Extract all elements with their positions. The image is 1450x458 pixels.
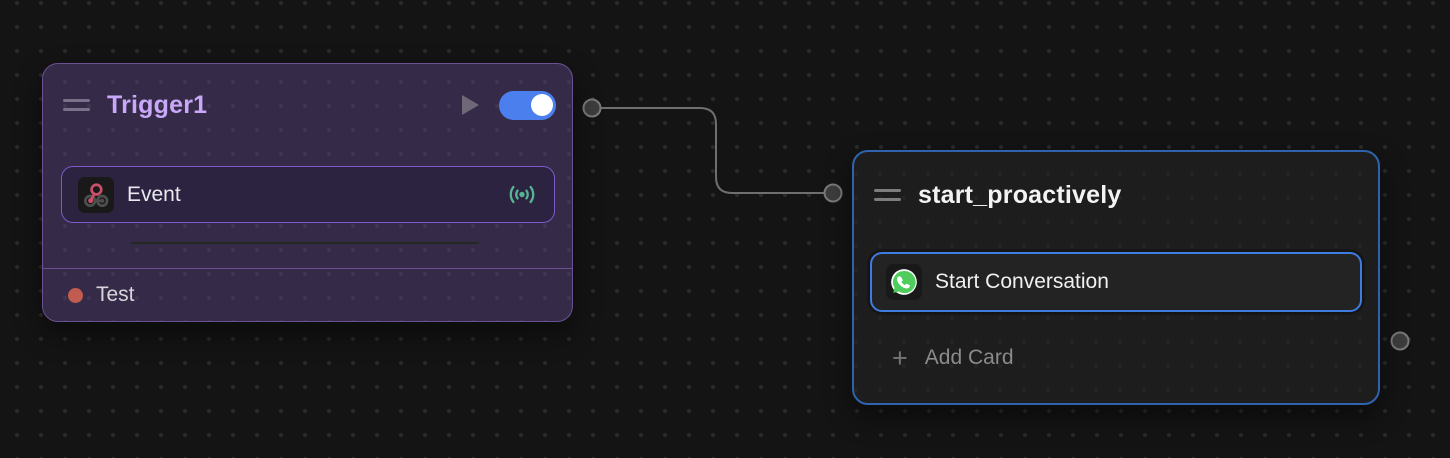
test-label: Test: [96, 283, 135, 306]
collapsed-cards-divider: [131, 242, 479, 244]
action-node[interactable]: start_proactively Start Conversation + A…: [852, 150, 1380, 405]
whatsapp-icon: [886, 264, 922, 300]
action-input-port[interactable]: [823, 183, 843, 203]
drag-handle-icon[interactable]: [63, 99, 90, 111]
action-node-title: start_proactively: [918, 180, 1122, 209]
start-conversation-label: Start Conversation: [935, 270, 1109, 293]
action-node-header: start_proactively: [874, 176, 1362, 214]
plus-icon: +: [892, 343, 908, 373]
event-card-label: Event: [127, 182, 181, 206]
add-card-button[interactable]: + Add Card: [892, 341, 1014, 375]
connection-edge[interactable]: [592, 107, 833, 194]
trigger-node[interactable]: Trigger1 Event: [42, 63, 573, 322]
add-card-label: Add Card: [924, 346, 1014, 369]
toggle-knob: [530, 94, 553, 116]
trigger-output-port[interactable]: [582, 98, 602, 118]
trigger-node-title: Trigger1: [107, 90, 208, 119]
event-card[interactable]: Event: [61, 166, 555, 223]
trigger-node-header: Trigger1: [63, 86, 556, 124]
start-conversation-card[interactable]: Start Conversation: [870, 252, 1362, 312]
action-output-port[interactable]: [1390, 331, 1410, 351]
test-row[interactable]: Test: [43, 268, 572, 321]
webhook-icon: [78, 176, 114, 213]
broadcast-icon: [506, 181, 538, 208]
play-icon[interactable]: [462, 95, 479, 115]
test-status-dot: [68, 287, 83, 303]
enable-toggle[interactable]: [499, 90, 556, 120]
drag-handle-icon[interactable]: [874, 189, 901, 201]
